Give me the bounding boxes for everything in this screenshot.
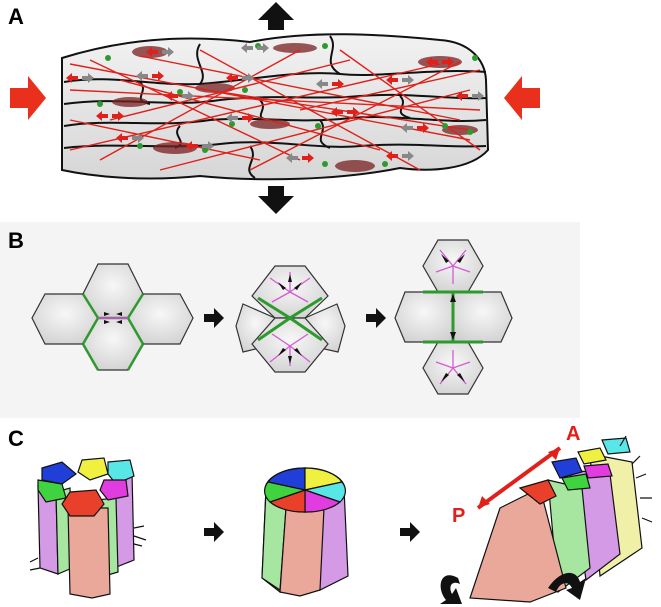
transition-arrow-2 — [366, 308, 386, 328]
stage-3-protrusions — [619, 435, 653, 523]
panel-a: A — [0, 0, 661, 222]
panel-c: A P C — [0, 418, 661, 607]
panel-b: B — [0, 222, 661, 418]
compression-arrow-right — [504, 76, 540, 120]
panel-b-illustration — [0, 222, 580, 418]
panel-a-illustration — [10, 2, 540, 214]
stage-3-arrows — [441, 254, 465, 382]
stage-2-rosette — [261, 467, 349, 597]
force-arrow-pairs — [66, 43, 484, 163]
junction-clusters — [112, 43, 478, 172]
transition-arrow-c1 — [204, 522, 224, 542]
stage-1-columns — [37, 457, 135, 599]
posterior-label: P — [452, 505, 465, 527]
panel-b-label: B — [8, 228, 24, 253]
stretch-arrow-down — [258, 186, 294, 214]
stage-2-arrows — [278, 274, 302, 364]
green-junction-dots — [97, 43, 478, 167]
stretch-arrow-up — [258, 2, 294, 30]
stage-3-elongated-tissue — [469, 437, 643, 603]
ap-axis-arrowhead-p — [478, 496, 490, 508]
stage-1-inward-arrows — [104, 312, 122, 324]
transition-arrow-c2 — [400, 522, 420, 542]
rotation-arrow-right — [548, 572, 586, 600]
panel-c-label: C — [8, 426, 24, 451]
transition-arrow-1 — [204, 308, 224, 328]
stage-3-myosin — [435, 249, 471, 385]
ap-axis-line — [476, 446, 562, 510]
stage-1-protrusions — [29, 525, 147, 571]
compression-arrow-left — [10, 76, 46, 120]
anterior-label: A — [566, 423, 580, 445]
panel-a-label: A — [8, 4, 24, 29]
panel-c-illustration: A P — [29, 423, 653, 604]
ap-axis-arrowhead-a — [548, 448, 560, 460]
rotation-arrow-left — [440, 575, 462, 604]
stage-2-junction — [257, 296, 323, 342]
